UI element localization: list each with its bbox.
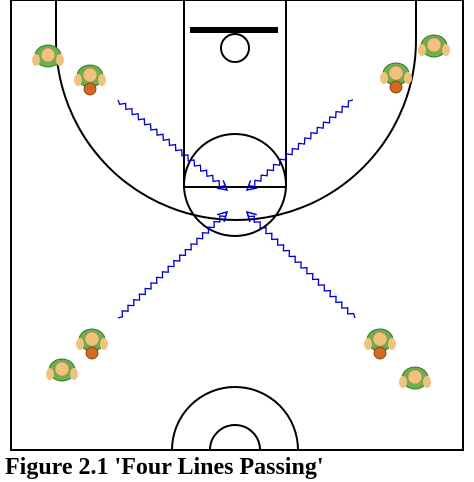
free-throw-lane: [183, 0, 287, 188]
pass-line-top-left: [117, 99, 228, 191]
pass-line-top-right: [246, 99, 354, 191]
figure-caption: Figure 2.1 'Four Lines Passing': [5, 454, 324, 480]
center-circle: [171, 386, 299, 451]
player-top-right-back: [418, 34, 450, 58]
pass-lines: [117, 99, 356, 319]
court-lines: [10, 0, 464, 451]
pass-arrowhead: [245, 210, 258, 223]
basketball: [83, 82, 97, 96]
player-bottom-right-front: [364, 328, 396, 360]
three-point-arc: [55, 0, 417, 221]
basketball: [389, 80, 403, 94]
backboard: [190, 27, 278, 33]
basketball: [373, 346, 387, 360]
basketball: [85, 346, 99, 360]
pass-line-bottom-left: [117, 211, 228, 319]
pass-arrowhead: [216, 210, 229, 223]
pass-arrowhead: [216, 180, 229, 191]
court-boundary: [10, 0, 464, 451]
player-bottom-left-front: [76, 328, 108, 360]
player-top-left-back: [32, 44, 64, 68]
pass-arrowhead: [245, 180, 258, 191]
player-bottom-left-back: [46, 358, 78, 382]
player-top-left-front: [74, 64, 106, 96]
player-bottom-right-back: [399, 366, 431, 390]
player-top-right-front: [380, 62, 412, 94]
center-inner-circle: [209, 424, 261, 451]
basket-rim: [220, 33, 250, 63]
pass-line-bottom-right: [246, 211, 356, 319]
players: [32, 34, 450, 390]
free-throw-circle: [183, 133, 287, 237]
